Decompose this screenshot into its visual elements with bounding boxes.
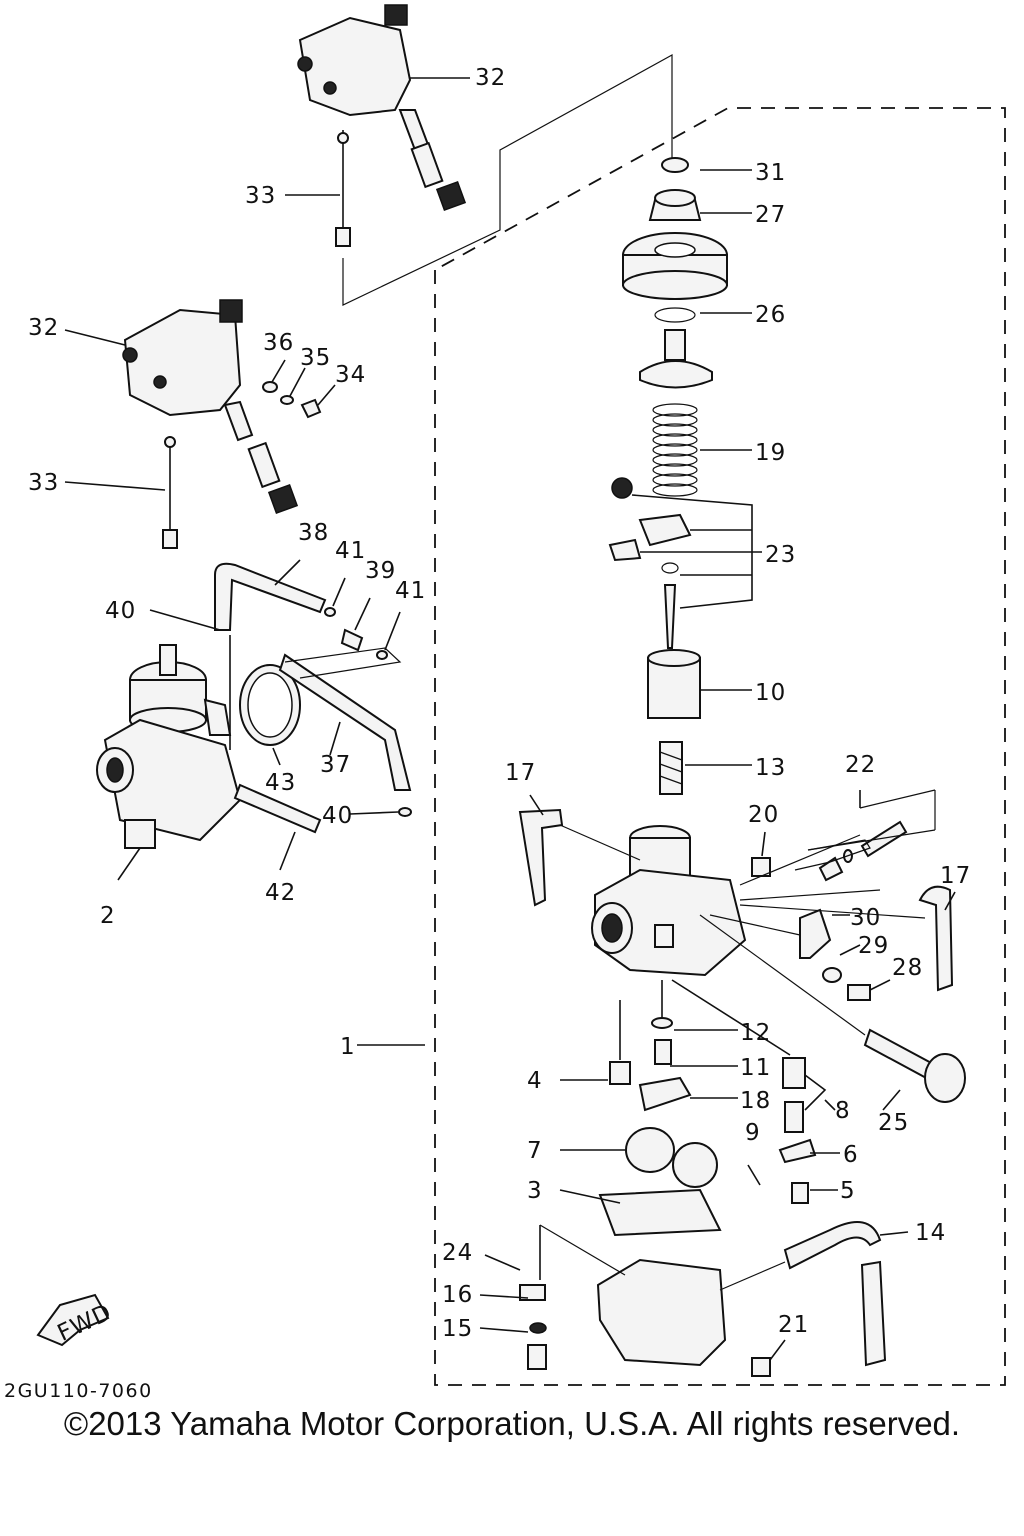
label-41-left: 41 [335,538,366,564]
label-14: 14 [915,1220,946,1246]
label-11: 11 [740,1055,771,1081]
label-27: 27 [755,202,786,228]
drawing-code: 2GU110-7060 [4,1380,153,1402]
bottom-parts [519,1017,887,1377]
fwd-arrow-icon: FWD [36,1293,116,1347]
label-25: 25 [878,1110,909,1136]
label-30: 30 [850,905,881,931]
label-15: 15 [442,1316,473,1342]
label-3: 3 [527,1178,543,1204]
label-40-bottom: 40 [322,803,353,829]
label-41-right: 41 [395,578,426,604]
label-43: 43 [265,770,296,796]
label-9: 9 [745,1120,761,1146]
label-13: 13 [755,755,786,781]
label-22: 22 [845,752,876,778]
throttle-link-line [342,53,673,306]
leader-lines [64,77,956,1361]
label-42: 42 [265,880,296,906]
label-20: 20 [748,802,779,828]
label-33-mid: 33 [28,470,59,496]
label-32-mid: 32 [28,315,59,341]
label-12: 12 [740,1020,771,1046]
label-5: 5 [840,1178,856,1204]
throttle-housing-mid [122,299,322,549]
assembly-boundary [434,107,1006,1386]
label-16: 16 [442,1282,473,1308]
label-17-right: 17 [940,863,971,889]
label-21: 21 [778,1312,809,1338]
label-34: 34 [335,362,366,388]
label-17-left: 17 [505,760,536,786]
cap-and-slide-stack [608,157,728,795]
label-24: 24 [442,1240,473,1266]
carburetor-assembly-left [96,562,412,849]
label-39: 39 [365,558,396,584]
label-29: 29 [858,933,889,959]
copyright-notice: ©2013 Yamaha Motor Corporation, U.S.A. A… [63,1405,961,1442]
label-38: 38 [298,520,329,546]
label-2: 2 [100,903,116,929]
label-1: 1 [340,1034,356,1060]
label-35: 35 [300,345,331,371]
label-33-top: 33 [245,183,276,209]
label-37: 37 [320,752,351,778]
label-4: 4 [527,1068,543,1094]
label-18: 18 [740,1088,771,1114]
label-19: 19 [755,440,786,466]
label-10: 10 [755,680,786,706]
carburetor-body-right [518,808,966,1103]
label-7: 7 [527,1138,543,1164]
label-31: 31 [755,160,786,186]
label-26: 26 [755,302,786,328]
part-labels: 32 33 31 27 26 19 23 10 13 32 36 35 34 3… [28,65,971,1342]
label-28: 28 [892,955,923,981]
label-23: 23 [765,542,796,568]
throttle-housing-top [297,4,467,247]
spring-19 [652,403,698,497]
label-32-top: 32 [475,65,506,91]
label-6: 6 [843,1142,859,1168]
label-36: 36 [263,330,294,356]
label-40-top: 40 [105,598,136,624]
label-8: 8 [835,1098,851,1124]
